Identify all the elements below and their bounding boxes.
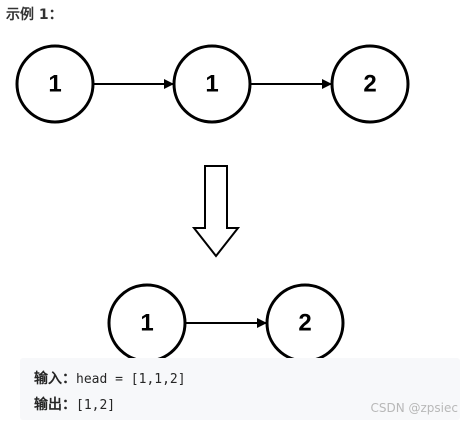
output-label: 输出： [34,397,76,413]
input-label: 输入： [34,371,76,387]
input-linked-list: 1 1 2 [15,44,410,124]
output-value: [1,2] [76,398,116,413]
watermark: CSDN @zpsiec [370,401,458,415]
input-node-3 [330,44,410,124]
output-node-2 [265,283,345,360]
input-line: 输入：head = [1,1,2] [34,368,186,388]
io-code-block: 输入：head = [1,1,2] 输出：[1,2] [20,358,460,420]
output-linked-list: 1 2 [107,283,345,360]
input-node-2-label: 1 [205,71,218,98]
output-node-2-label: 2 [298,310,311,337]
output-node-1-label: 1 [140,310,153,337]
output-line: 输出：[1,2] [34,394,115,414]
linked-list-diagram: 1 1 2 1 2 [15,44,410,360]
input-node-3-label: 2 [363,71,376,98]
example-title: 示例 1： [6,7,63,23]
down-arrow-icon [191,165,241,258]
input-value: head = [1,1,2] [76,372,186,387]
input-node-1-label: 1 [48,71,61,98]
